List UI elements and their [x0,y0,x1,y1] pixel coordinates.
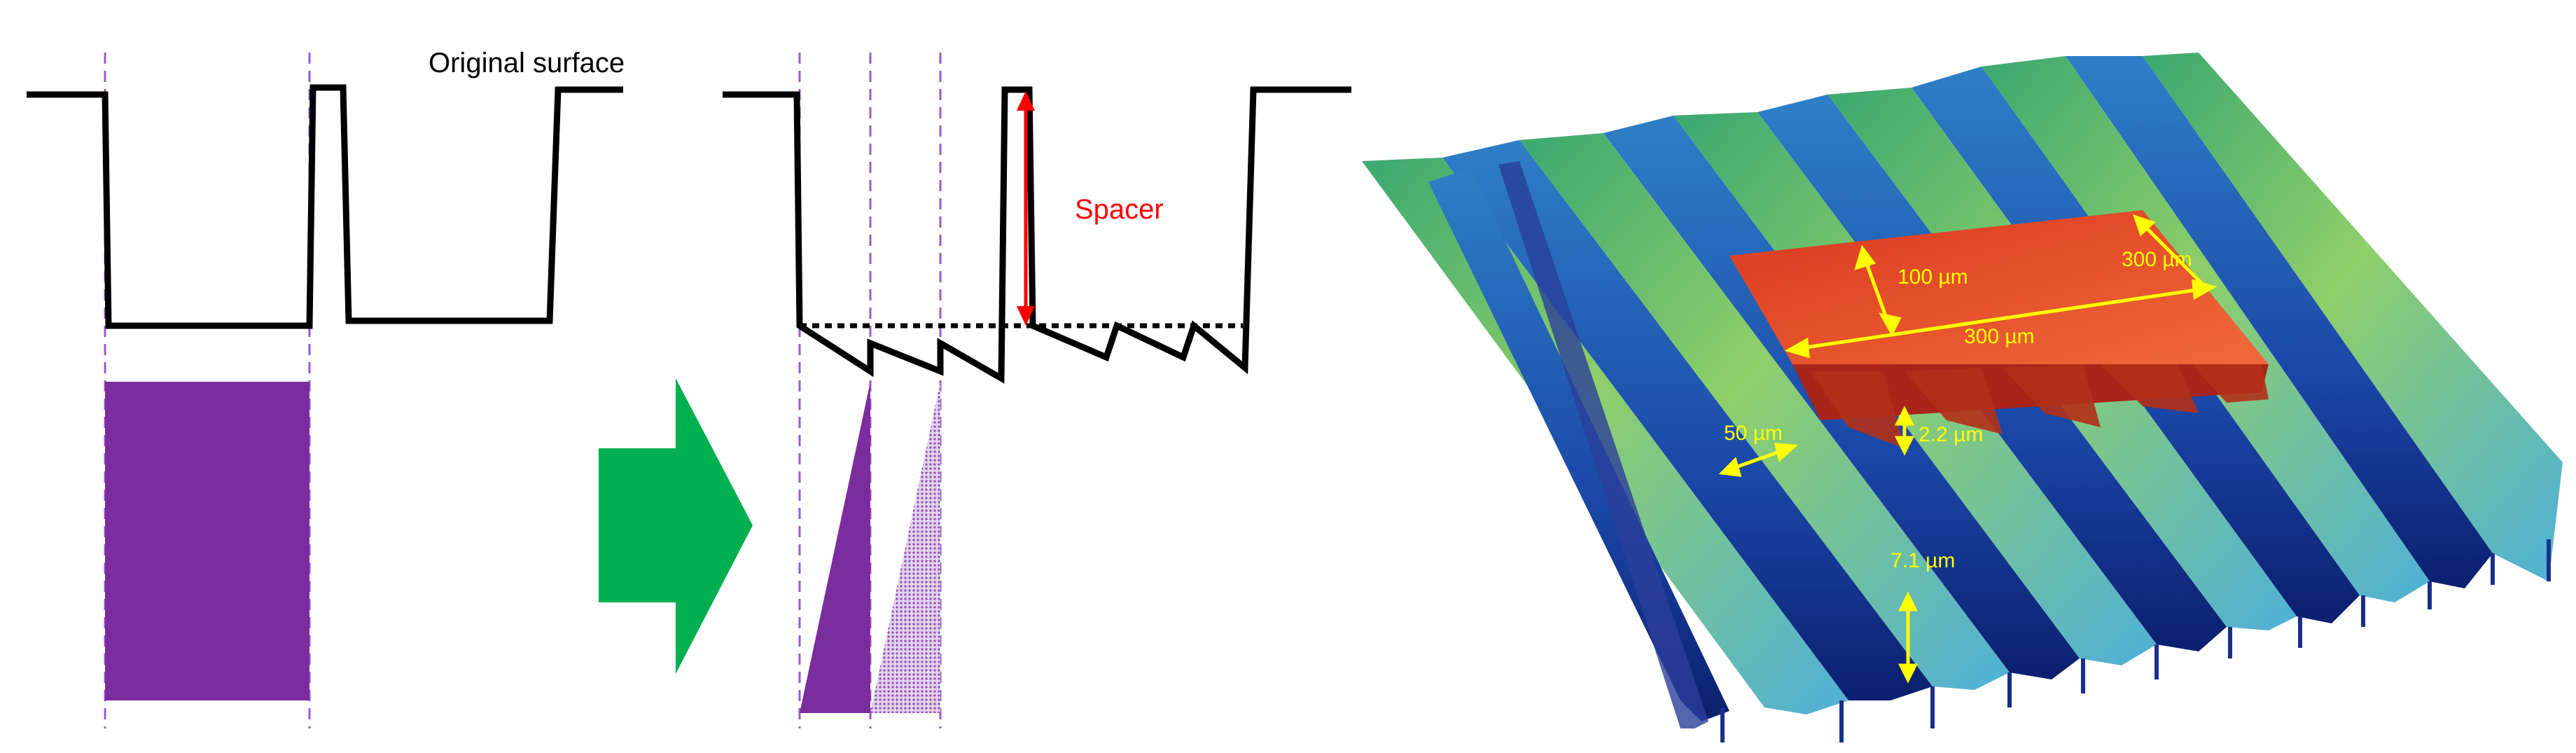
blaze-facets [1810,364,2269,448]
label-100um: 100 µm [1898,265,1968,289]
dimension-annotations [1718,214,2218,684]
label-300um-length: 300 µm [1964,325,2035,348]
green-arrow-icon [599,378,753,674]
left-profile-diagram: Original surface [27,48,625,728]
label-300um-side: 300 µm [2122,248,2192,271]
surface-3d-rendering: 100 µm 300 µm 300 µm 50 µm 2.2 µm 7.1 µm [1362,53,2563,742]
blazed-profile-diagram: Spacer [723,53,1351,728]
solid-exposure-wedge [800,382,870,713]
spacer-arrow [1017,91,1035,326]
transform-arrow [599,378,753,674]
exposure-rectangle [105,382,309,700]
dimension-labels: 100 µm 300 µm 300 µm 50 µm 2.2 µm 7.1 µm [1724,248,2192,572]
original-surface-profile [27,84,623,329]
label-2-2um: 2.2 µm [1919,423,1983,446]
label-7-1um: 7.1 µm [1891,549,1955,572]
spacer-label: Spacer [1075,194,1164,225]
ridge-fringe [1720,539,2551,742]
label-50um: 50 µm [1724,422,1783,445]
original-surface-label: Original surface [429,48,625,78]
blazed-surface-profile [723,86,1351,384]
dotted-exposure-wedge [870,382,940,713]
